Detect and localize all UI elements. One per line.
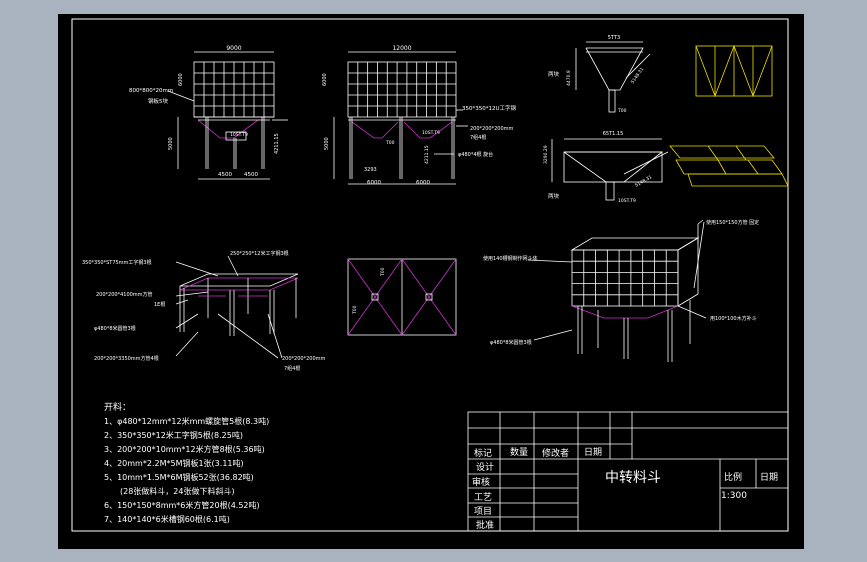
- front-dim-right: 4500: [244, 172, 258, 178]
- tb-row-label: 项目: [474, 506, 492, 517]
- front-dim-height: 5000: [168, 137, 174, 150]
- notes-item: 6、150*150*8mm*6米方管20根(4.52吨): [104, 500, 260, 510]
- iso-label-d: 用100*100木方补斗: [710, 315, 757, 322]
- side-t00: T00: [385, 140, 395, 146]
- side-side-label: 6000: [322, 73, 328, 86]
- front-view: 9000: [167, 45, 288, 180]
- iso-label-c: φ480*8米圆管3根: [490, 339, 532, 346]
- front-beam-label: 800*800*20mm: [129, 88, 173, 94]
- plan-t2: T00: [352, 305, 358, 315]
- ll-label-d: 1E根: [154, 301, 165, 308]
- iso-label-b: 使用150*150方管 固定: [706, 219, 759, 226]
- ll-label-c: 200*200*4100mm方管: [96, 291, 153, 298]
- hopper-1: [575, 41, 651, 113]
- hopper-2: [551, 138, 669, 201]
- front-dim-left: 4500: [218, 172, 232, 178]
- tb-header: 日期: [584, 447, 602, 458]
- side-tag: 10ST.T9: [422, 130, 440, 136]
- ll-label-e: φ480*8米圆管3根: [94, 325, 136, 332]
- tb-scale-label: 比例: [724, 471, 742, 483]
- side-dim-left: 6000: [367, 180, 381, 186]
- notes-item: 7、140*140*6米槽钢60根(6.1吨): [104, 514, 230, 524]
- front-dim-total: 9000: [226, 45, 241, 52]
- hopper2-bottom: 10ST.T9: [618, 198, 636, 204]
- hopper2-slant: 5148.31: [634, 174, 653, 189]
- front-plate-label: 钢板5块: [148, 97, 168, 105]
- tb-title: 中转料斗: [605, 470, 661, 486]
- hopper1-slant: 5148.31: [630, 66, 646, 85]
- notes-item: (28张做料斗，24张做下料斜斗): [120, 486, 235, 496]
- hopper-isometric: [527, 219, 707, 362]
- ll-label-f: 200*200*3350mm方管4根: [94, 355, 159, 362]
- notes-item: 3、200*200*10mm*12米方管8根(5.36吨): [104, 444, 265, 454]
- plate-layout-1: [695, 44, 773, 98]
- hopper1-left: 两块: [548, 70, 560, 78]
- tb-row-label: 设计: [476, 461, 494, 473]
- side-ring-label: φ480*4根 旋台: [458, 151, 493, 158]
- side-view: [333, 51, 468, 185]
- tb-row-label: 批准: [476, 519, 494, 531]
- inner-border: [71, 18, 789, 532]
- ll-label-b: 250*250*12米工字钢3根: [230, 250, 289, 257]
- frame-isometric: [175, 255, 299, 359]
- hopper1-top: 5TT3: [608, 35, 620, 41]
- tb-header: 标记: [474, 447, 492, 459]
- notes-item: 1、φ480*12mm*12米mm螺旋管5根(8.3吨): [104, 416, 269, 426]
- plan-view: [347, 258, 457, 336]
- material-notes: 开料： 1、φ480*12mm*12米mm螺旋管5根(8.3吨) 2、350*3…: [104, 401, 269, 524]
- front-right-dim: 4211.15: [274, 133, 280, 154]
- tb-row-label: 工艺: [474, 492, 492, 503]
- tb-scale: 1:300: [721, 491, 747, 501]
- plate-layout-2: [669, 145, 789, 187]
- hopper2-top: 65T1.15: [603, 131, 624, 137]
- side-pipe-label: 200*200*200mm: [470, 126, 514, 132]
- notes-title: 开料：: [104, 401, 131, 413]
- ll-label-h: 7组4根: [284, 365, 300, 372]
- tb-header: 数量: [510, 446, 528, 458]
- hopper2-left: 两块: [548, 192, 560, 200]
- tb-row-label: 审核: [472, 476, 490, 488]
- hopper1-bottom: T00: [617, 108, 627, 114]
- title-block: [467, 411, 789, 532]
- notes-item: 5、10mm*1.5M*6M钢板52张(36.82吨): [104, 472, 254, 482]
- side-dim-height: 5000: [324, 137, 330, 150]
- front-tag: 10ST.T9: [230, 132, 248, 138]
- cad-drawing: 9000 800*800*20mm 钢板5块 4500 4500 10ST.T9…: [71, 18, 789, 532]
- ll-label-g: 200*200*200mm: [282, 356, 326, 362]
- hopper1-height: 4470.9: [566, 70, 572, 86]
- drawing-sheet: 9000 800*800*20mm 钢板5块 4500 4500 10ST.T9…: [58, 14, 804, 549]
- iso-label-a: 使用140槽钢制作网斗体: [483, 255, 538, 262]
- hopper2-height: 3290.29: [543, 145, 549, 164]
- side-right-dim: 4211.15: [424, 145, 430, 164]
- ll-label-a: 350*350*ST75mm工字钢3根: [82, 259, 152, 266]
- notes-item: 4、20mm*2.2M*5M钢板1张(3.11吨): [104, 458, 244, 468]
- notes-item: 2、350*350*12米工字钢5根(8.25吨): [104, 430, 243, 440]
- side-pipe-label2: 7组4根: [470, 134, 486, 141]
- side-beam-label: 350*350*12U工字钢: [462, 104, 517, 112]
- tb-header: 修改者: [542, 447, 569, 459]
- plan-t1: T00: [380, 267, 386, 277]
- side-dim-right: 6000: [416, 180, 430, 186]
- front-side-label: 6000: [178, 73, 184, 86]
- side-span: 3293: [364, 167, 377, 173]
- side-dim-total: 12000: [392, 45, 411, 52]
- tb-date-label: 日期: [760, 472, 778, 483]
